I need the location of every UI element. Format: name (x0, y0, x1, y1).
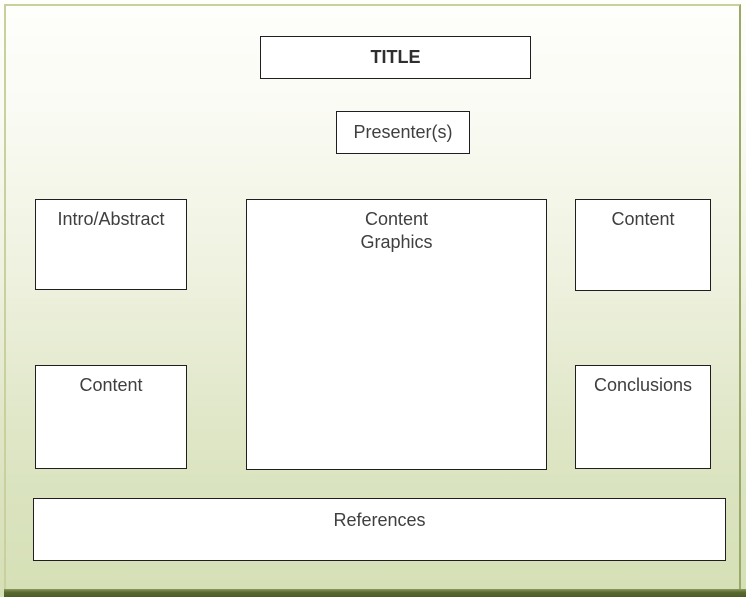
frame-bottom-shadow (4, 589, 746, 597)
content-graphics-label-line1: Content (364, 209, 429, 229)
content-bottom-left-label: Content (79, 375, 143, 395)
presenter-box: Presenter(s) (336, 111, 470, 154)
title-label: TITLE (370, 47, 421, 67)
conclusions-box: Conclusions (575, 365, 711, 469)
content-bottom-left-box: Content (35, 365, 187, 469)
presenter-label: Presenter(s) (353, 122, 453, 142)
conclusions-label: Conclusions (593, 375, 693, 395)
content-top-right-label: Content (611, 209, 675, 229)
intro-abstract-box: Intro/Abstract (35, 199, 187, 290)
intro-abstract-label: Intro/Abstract (57, 209, 165, 229)
title-box: TITLE (260, 36, 531, 79)
content-graphics-box: Content Graphics (246, 199, 547, 470)
content-top-right-box: Content (575, 199, 711, 291)
references-label: References (333, 510, 426, 530)
content-graphics-label-line2: Graphics (360, 232, 433, 252)
references-box: References (33, 498, 726, 561)
